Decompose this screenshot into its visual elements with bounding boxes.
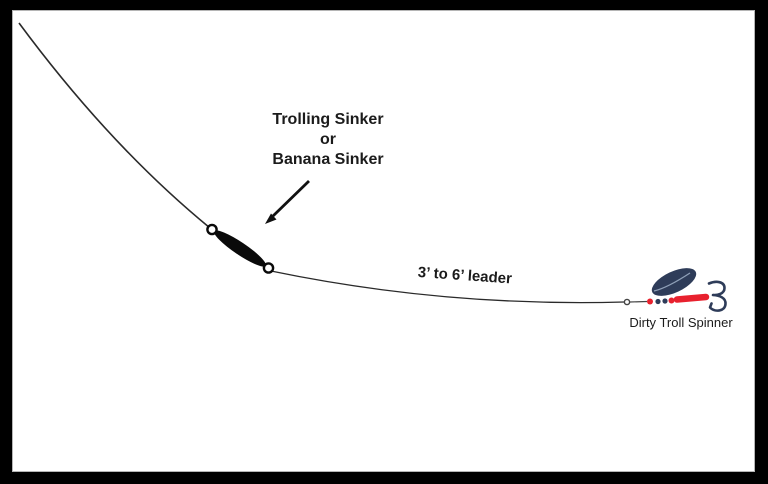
spinner-bead-red-2 bbox=[668, 297, 675, 304]
spinner-label: Dirty Troll Spinner bbox=[629, 315, 733, 330]
sinker-bottom-ring bbox=[262, 262, 275, 274]
spinner-bead-navy-2 bbox=[662, 298, 668, 304]
spinner-bead-navy-1 bbox=[655, 298, 661, 305]
trolling-sinker-body bbox=[214, 230, 266, 267]
sinker-label: Trolling Sinker or Banana Sinker bbox=[228, 110, 428, 170]
pointer-arrow-head bbox=[265, 213, 277, 224]
treble-hook bbox=[707, 280, 727, 312]
diagram-canvas: Trolling Sinker or Banana Sinker 3’ to 6… bbox=[12, 10, 755, 472]
sinker-top-ring bbox=[206, 223, 218, 236]
leader-line bbox=[270, 270, 625, 304]
main-fishing-line bbox=[18, 22, 211, 229]
sinker-label-line3: Banana Sinker bbox=[272, 151, 384, 168]
spinner-bead-red-1 bbox=[647, 298, 653, 305]
spinner-body bbox=[673, 293, 710, 303]
sinker-label-line2: or bbox=[320, 131, 336, 148]
spinner-wire bbox=[629, 300, 648, 303]
sinker-label-line1: Trolling Sinker bbox=[272, 111, 384, 128]
swivel bbox=[623, 298, 631, 306]
spinner-blade-vein bbox=[653, 272, 691, 292]
fishing-rig-drawing bbox=[18, 22, 727, 312]
pointer-arrow-shaft bbox=[272, 179, 310, 218]
